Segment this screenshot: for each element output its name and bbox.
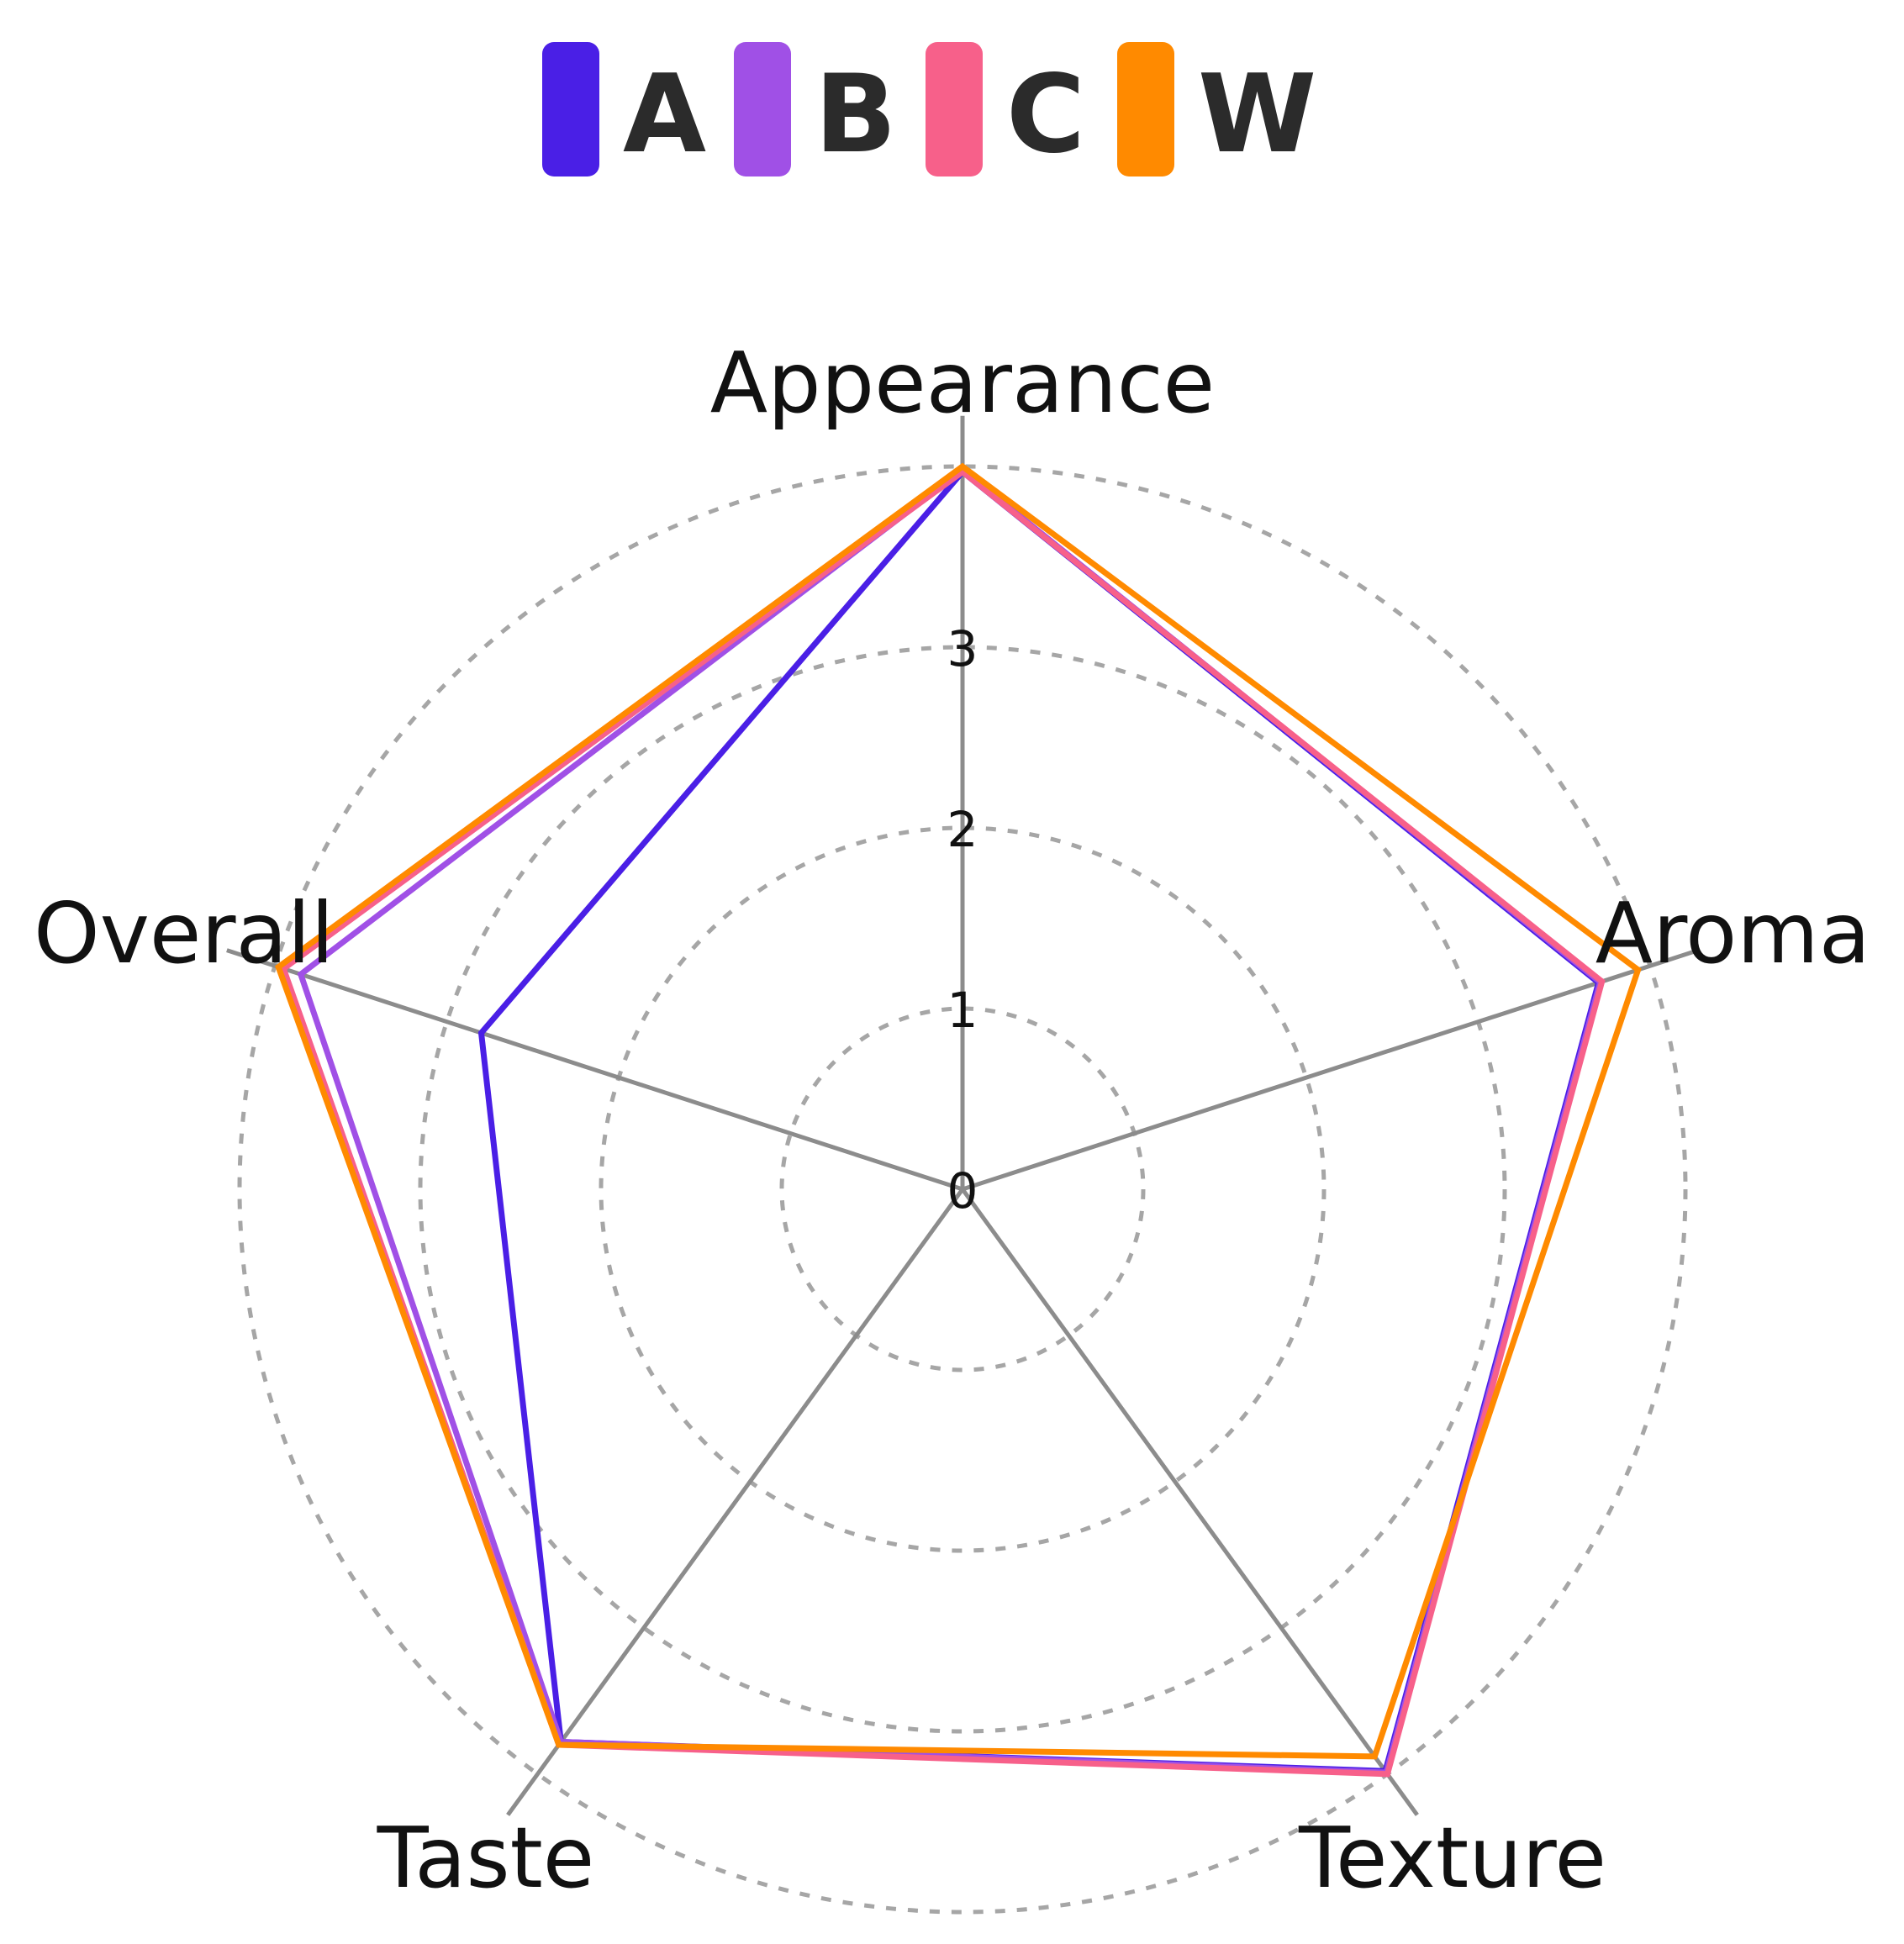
- tick-label-1: 1: [947, 982, 978, 1039]
- grid-layer: [237, 464, 1688, 1915]
- series-a-polygon: [477, 467, 1602, 1774]
- series-c-polygon: [280, 467, 1606, 1778]
- axis-label-texture: Texture: [1298, 1809, 1606, 1907]
- axis-label-appearance: Appearance: [710, 334, 1215, 432]
- legend-label-w: W: [1198, 52, 1316, 177]
- legend-swatch-b: [734, 42, 791, 176]
- axis-label-aroma: Aroma: [1595, 884, 1870, 983]
- legend-swatch-w: [1117, 42, 1174, 176]
- spoke-layer: [226, 415, 1699, 1816]
- axis-label-overall: Overall: [34, 884, 334, 983]
- grid-circle-2: [599, 825, 1326, 1553]
- spoke-texture: [960, 1188, 1419, 1816]
- grid-circle-3: [418, 645, 1507, 1734]
- tick-label-2: 2: [947, 801, 978, 858]
- legend-swatch-a: [542, 42, 599, 176]
- legend-swatch-c: [926, 42, 983, 176]
- grid-circle-4: [237, 464, 1688, 1915]
- spoke-overall: [226, 948, 963, 1192]
- grid-circle-1: [779, 1006, 1146, 1372]
- legend-label-b: B: [815, 52, 897, 177]
- legend-label-c: C: [1006, 52, 1085, 177]
- series-w-polygon: [275, 462, 1642, 1760]
- tick-layer: 0 1 2 3: [947, 620, 978, 1220]
- axis-label-taste: Taste: [377, 1809, 595, 1907]
- tick-label-3: 3: [947, 620, 978, 677]
- tick-label-0: 0: [947, 1162, 978, 1220]
- spoke-aroma: [962, 948, 1699, 1192]
- legend-label-a: A: [623, 52, 706, 177]
- series-layer: [275, 462, 1642, 1778]
- spoke-taste: [506, 1188, 965, 1816]
